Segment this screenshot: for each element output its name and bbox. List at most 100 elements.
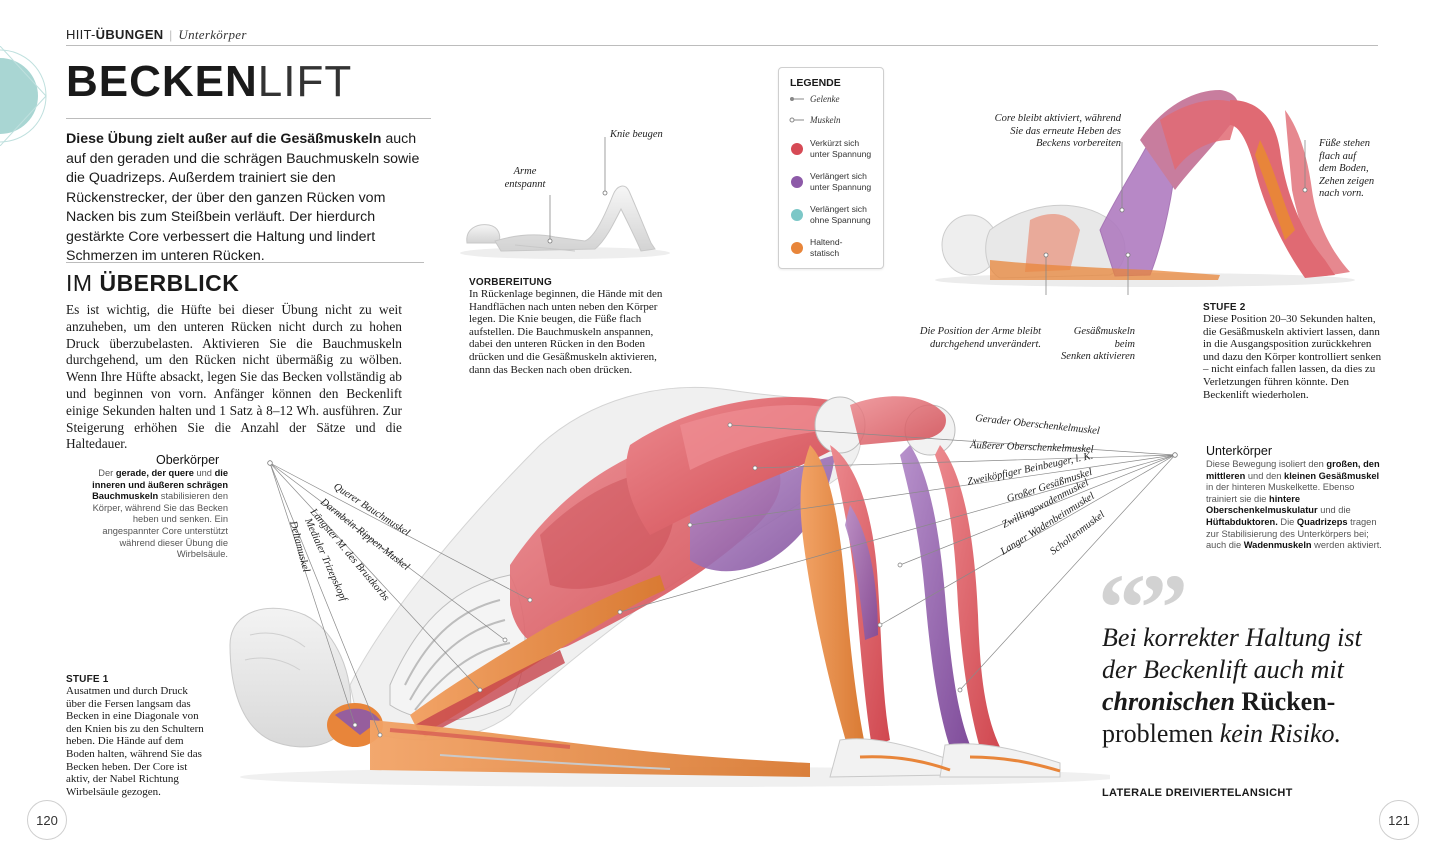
step1-caption: STUFE 1 Ausatmen und durch Druck über di… <box>66 674 206 798</box>
legend-muscles: Muskeln <box>789 115 841 126</box>
lower-b6: Wadenmuskeln <box>1243 540 1312 551</box>
title-bold: BECKEN <box>66 57 258 106</box>
quote-part-5: kein Risiko. <box>1219 719 1341 748</box>
legend-dot-teal <box>791 208 803 221</box>
preparation-text: In Rückenlage beginnen, die Hände mit de… <box>469 288 663 376</box>
label-feet-flat: Füße stehen flach auf dem Boden, Zehen z… <box>1319 138 1379 201</box>
upper-b1: gerade, der quere <box>115 468 194 478</box>
upper-body-heading: Oberkörper <box>156 453 220 467</box>
legend-item-static: Haltend-statisch <box>789 237 842 258</box>
label-core-active: Core bleibt aktiviert, während Sie das e… <box>985 113 1121 151</box>
title-rule <box>66 118 431 119</box>
label-core-3: Beckens vorbereiten <box>1035 138 1121 149</box>
legend-dot-orange <box>791 241 803 254</box>
lower-b3: hintere Oberschenkelmuskulatur <box>1206 493 1318 516</box>
label-feet-3: dem Boden, <box>1319 163 1369 174</box>
lower-t7: werden aktiviert. <box>1311 540 1382 551</box>
view-label: LATERALE DREIVIERTELANSICHT <box>1102 787 1293 799</box>
label-arms-relaxed: Arme entspannt <box>500 166 550 191</box>
label-glutes-lowering: Gesäßmuskeln beim Senken aktivieren <box>1060 326 1135 364</box>
lower-t1: Diese Bewegung isoliert den <box>1206 459 1327 469</box>
preparation-caption: VORBEREITUNG In Rückenlage beginnen, die… <box>469 277 669 376</box>
lower-b4: Hüftabduktoren. <box>1206 516 1278 527</box>
label-knees: Knie beugen <box>610 129 663 140</box>
lower-body-heading: Unterkörper <box>1206 444 1272 458</box>
label-glutes-1: Gesäßmuskeln beim <box>1073 326 1135 350</box>
legend-dot-red <box>791 142 803 155</box>
preparation-title: VORBEREITUNG <box>469 277 552 288</box>
legend-item-label: unter Spannung <box>810 148 872 159</box>
lower-b2: kleinen Gesäßmuskel <box>1284 470 1380 481</box>
lower-t3: in der hinteren Muskelkette. Ebenso trai… <box>1206 482 1355 504</box>
preparation-figure <box>460 137 670 259</box>
overview-rule <box>66 262 424 263</box>
legend-item-label: Verlängert sich <box>810 171 867 181</box>
lower-b5: Quadrizeps <box>1296 516 1348 527</box>
overview-text: Es ist wichtig, die Hüfte bei dieser Übu… <box>66 302 402 452</box>
legend-joints-label: Gelenke <box>810 94 840 104</box>
quote-part-2: chronischen <box>1102 687 1235 716</box>
label-core-1: Core bleibt aktiviert, während <box>994 113 1121 124</box>
step1-title: STUFE 1 <box>66 674 109 685</box>
section-name: ÜBUNGEN <box>95 27 164 42</box>
lower-body-text: Diese Bewegung isoliert den großen, den … <box>1206 459 1384 552</box>
corner-decoration <box>0 46 47 146</box>
page-title: BECKENLIFT <box>66 56 352 108</box>
quote-part-3: Rücken- <box>1234 687 1336 716</box>
legend-item-label: Haltend- <box>810 237 843 247</box>
label-arms-1: Arme <box>513 166 537 177</box>
quote-part-4: problemen <box>1102 719 1220 748</box>
upper-t2: und <box>193 468 215 478</box>
label-feet-1: Füße stehen <box>1319 138 1371 149</box>
lower-t5: Die <box>1277 516 1297 527</box>
running-header: HIIT-ÜBUNGEN | Unterkörper <box>66 27 247 43</box>
label-arms-unchanged: Die Position der Arme bleibt durchgehend… <box>906 326 1041 351</box>
legend-dot-purple <box>791 175 803 188</box>
step2-figure <box>935 90 1355 295</box>
step1-text: Ausatmen und durch Druck über die Fersen… <box>66 685 204 798</box>
label-core-2: Sie das erneute Heben des <box>1010 125 1121 137</box>
lower-t2: und den <box>1245 470 1285 481</box>
legend-item-label: statisch <box>810 247 840 258</box>
page-number-left: 120 <box>27 800 67 840</box>
section-prefix: HIIT- <box>66 27 96 42</box>
legend-item-label: unter Spannung <box>810 181 872 192</box>
lower-b1: großen, den mittleren <box>1206 459 1380 481</box>
step2-title: STUFE 2 <box>1203 302 1246 313</box>
subsection-name: Unterkörper <box>178 27 247 42</box>
overview-heading-light: IM <box>66 270 100 296</box>
intro-rest: auch auf den geraden und die schrägen Ba… <box>66 131 420 264</box>
label-arms-unchanged-1: Die Position der Arme bleibt <box>919 326 1041 337</box>
upper-body-text: Der gerade, der quere und die inneren un… <box>87 468 228 561</box>
lower-t6: tragen zur Stabilisierung des Unterkörpe… <box>1206 516 1377 551</box>
intro-lead: Diese Übung zielt außer auf die Gesäßmus… <box>66 131 382 147</box>
page-number-right: 121 <box>1379 800 1419 840</box>
label-arms-unchanged-2: durchgehend unverändert. <box>930 338 1041 350</box>
label-feet-5: nach vorn. <box>1319 188 1364 199</box>
lower-t4: und die <box>1317 505 1351 516</box>
upper-t1: Der <box>98 468 116 478</box>
overview-heading-bold: ÜBERBLICK <box>99 270 240 296</box>
legend-item-label: Verlängert sich <box>810 204 867 214</box>
quote-marks: “” <box>1098 554 1188 661</box>
quote-part-1: Bei korrekter Haltung ist der Beckenlift… <box>1102 623 1362 684</box>
label-glutes-2: Senken aktivieren <box>1061 351 1135 362</box>
legend-item-label: ohne Spannung <box>810 214 871 225</box>
legend-item-label: Verkürzt sich <box>810 138 860 148</box>
step2-text: Diese Position 20–30 Sekunden halten, di… <box>1203 313 1382 401</box>
main-anatomy-figure <box>229 387 1110 787</box>
legend-joints: Gelenke <box>789 94 839 105</box>
label-arms-2: entspannt <box>504 178 546 190</box>
header-separator: | <box>169 27 173 42</box>
title-light: LIFT <box>257 57 353 106</box>
label-feet-4: Zehen zeigen <box>1319 175 1375 187</box>
legend-title: LEGENDE <box>790 77 841 89</box>
pull-quote: Bei korrekter Haltung ist der Beckenlift… <box>1102 622 1402 750</box>
upper-t3: stabilisieren den Körper, während Sie da… <box>92 491 228 560</box>
intro-paragraph: Diese Übung zielt außer auf die Gesäßmus… <box>66 130 434 267</box>
overview-heading: IM ÜBERBLICK <box>66 270 239 297</box>
